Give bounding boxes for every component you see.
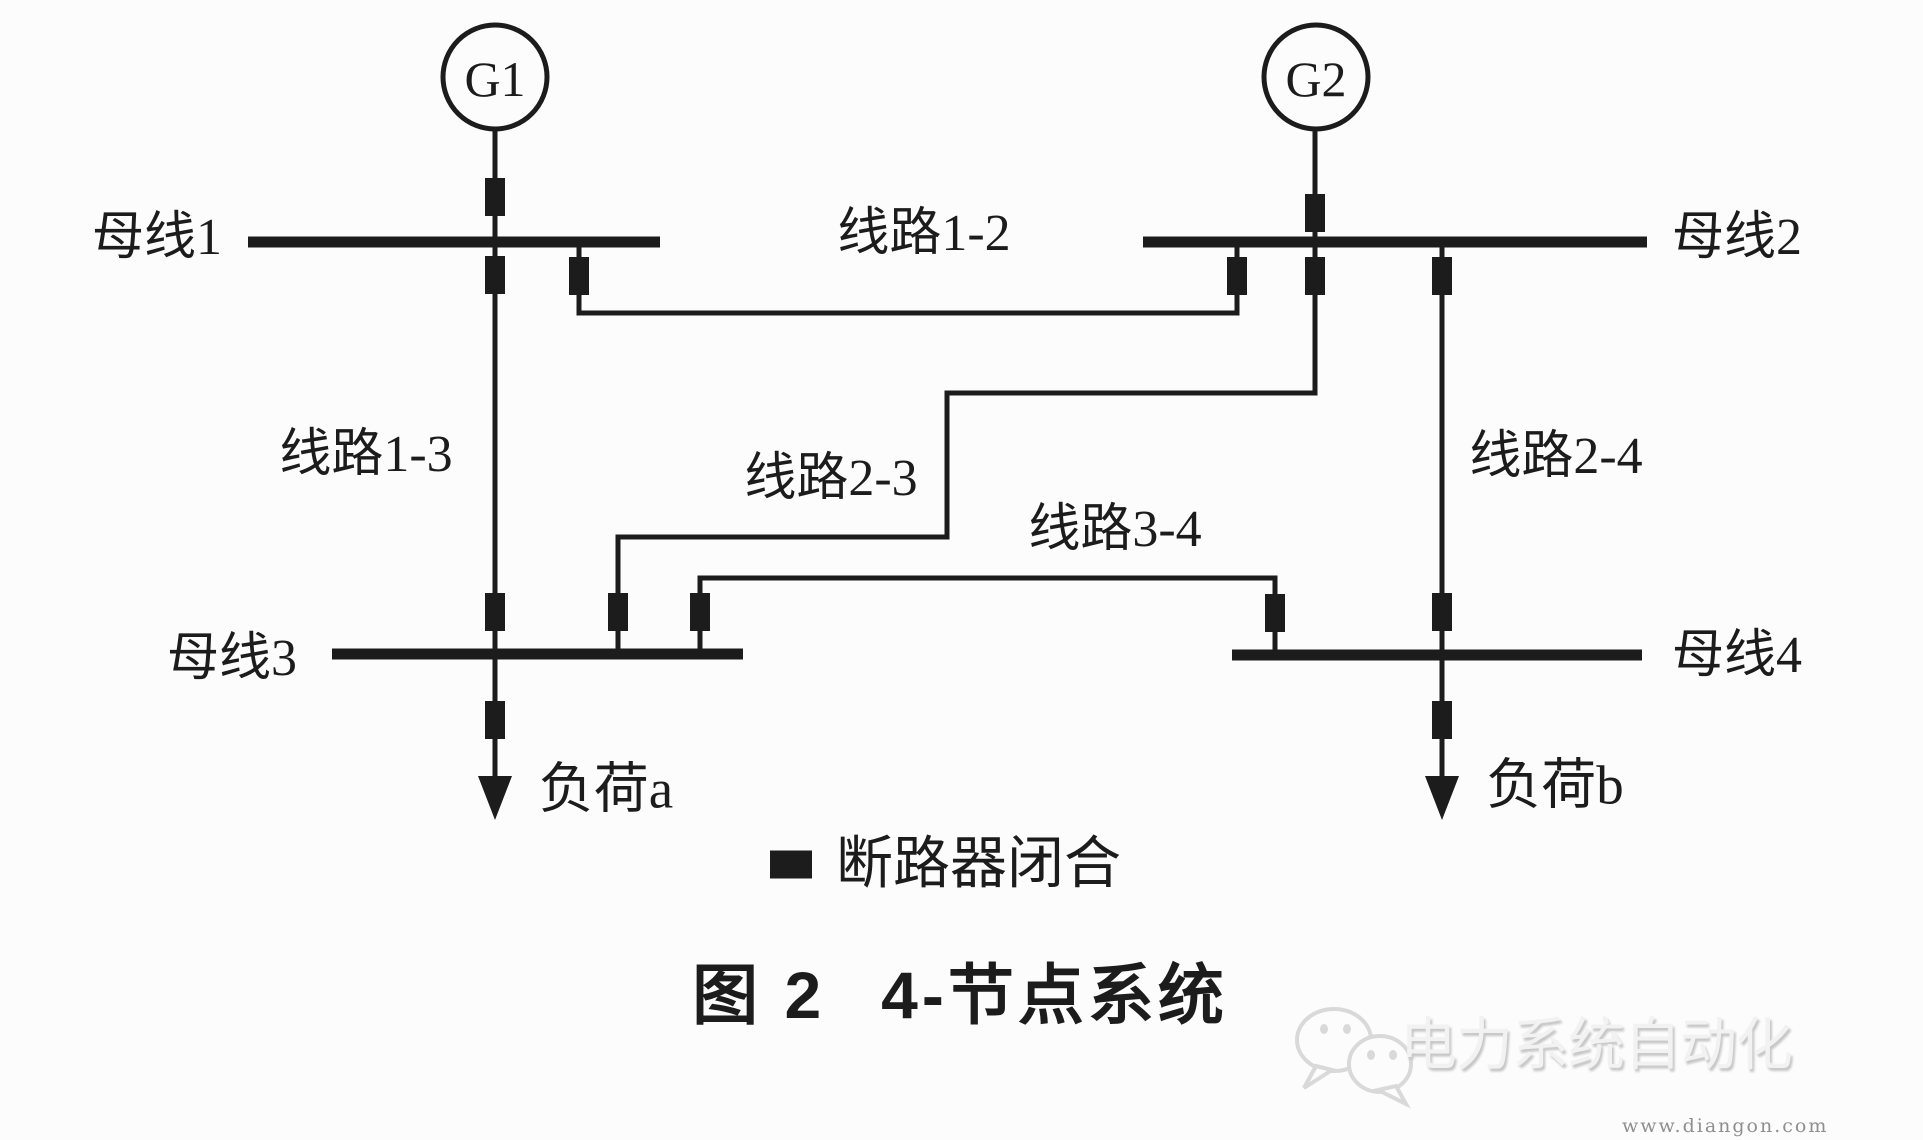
legend-label: 断路器闭合 [836, 832, 1121, 896]
bus-2-label: 母线2 [1671, 209, 1803, 266]
breaker-bus2-line-2-4 [1432, 257, 1452, 295]
line-1-3-label: 线路1-3 [279, 426, 453, 483]
bus-3-label: 母线3 [166, 630, 298, 687]
legend: 断路器闭合 [770, 836, 1121, 893]
load-a-label: 负荷a [538, 758, 674, 820]
breaker-bus1-line-1-2 [569, 257, 589, 295]
bus-4-label: 母线4 [1671, 627, 1803, 684]
generator-g2-circle [1261, 22, 1371, 132]
watermark-site-url: www.diangon.com [1622, 1115, 1829, 1137]
line-2-4-label: 线路2-4 [1469, 428, 1643, 485]
line-1-2-label: 线路1-2 [837, 205, 1011, 262]
breaker-load-a [485, 701, 505, 739]
figure-title: 4-节点系统 [881, 958, 1228, 1032]
load-b-arrowhead [1425, 776, 1459, 820]
line-2-3-label: 线路2-3 [744, 450, 918, 507]
closed-breakers [485, 178, 1452, 739]
breaker-bus2-line-1-2 [1227, 257, 1247, 295]
load-a-arrowhead [478, 776, 512, 820]
figure-number: 图 2 [692, 958, 826, 1032]
generator-g2-label: G2 [1285, 51, 1347, 107]
watermark-brand-text: 电力系统自动化 [1400, 1013, 1793, 1077]
generator-g1-label: G1 [464, 51, 526, 107]
breaker-bus4-line-3-4 [1265, 594, 1285, 632]
line-2-3-wire [615, 242, 1318, 654]
breaker-bus4-line-2-4 [1432, 593, 1452, 631]
breaker-bus1-line-1-3 [485, 256, 505, 294]
closed-breaker-swatch-icon [770, 850, 812, 878]
breaker-g2 [1305, 194, 1325, 232]
line-3-4-wire [697, 575, 1278, 655]
load-b-label: 负荷b [1486, 754, 1624, 816]
figure-caption: 图 2 4-节点系统 [692, 942, 1228, 1038]
bus-1-label: 母线1 [91, 209, 223, 266]
wechat-chat-bubbles-icon [1295, 1007, 1413, 1109]
generator-g1-circle [440, 22, 550, 132]
breaker-load-b [1432, 701, 1452, 739]
breaker-g1 [485, 178, 505, 216]
breaker-bus3-line-3-4 [690, 593, 710, 631]
breaker-bus3-line-1-3 [485, 593, 505, 631]
breaker-bus3-line-2-3 [608, 593, 628, 631]
breaker-bus2-line-2-3 [1305, 257, 1325, 295]
line-3-4-label: 线路3-4 [1028, 501, 1202, 558]
